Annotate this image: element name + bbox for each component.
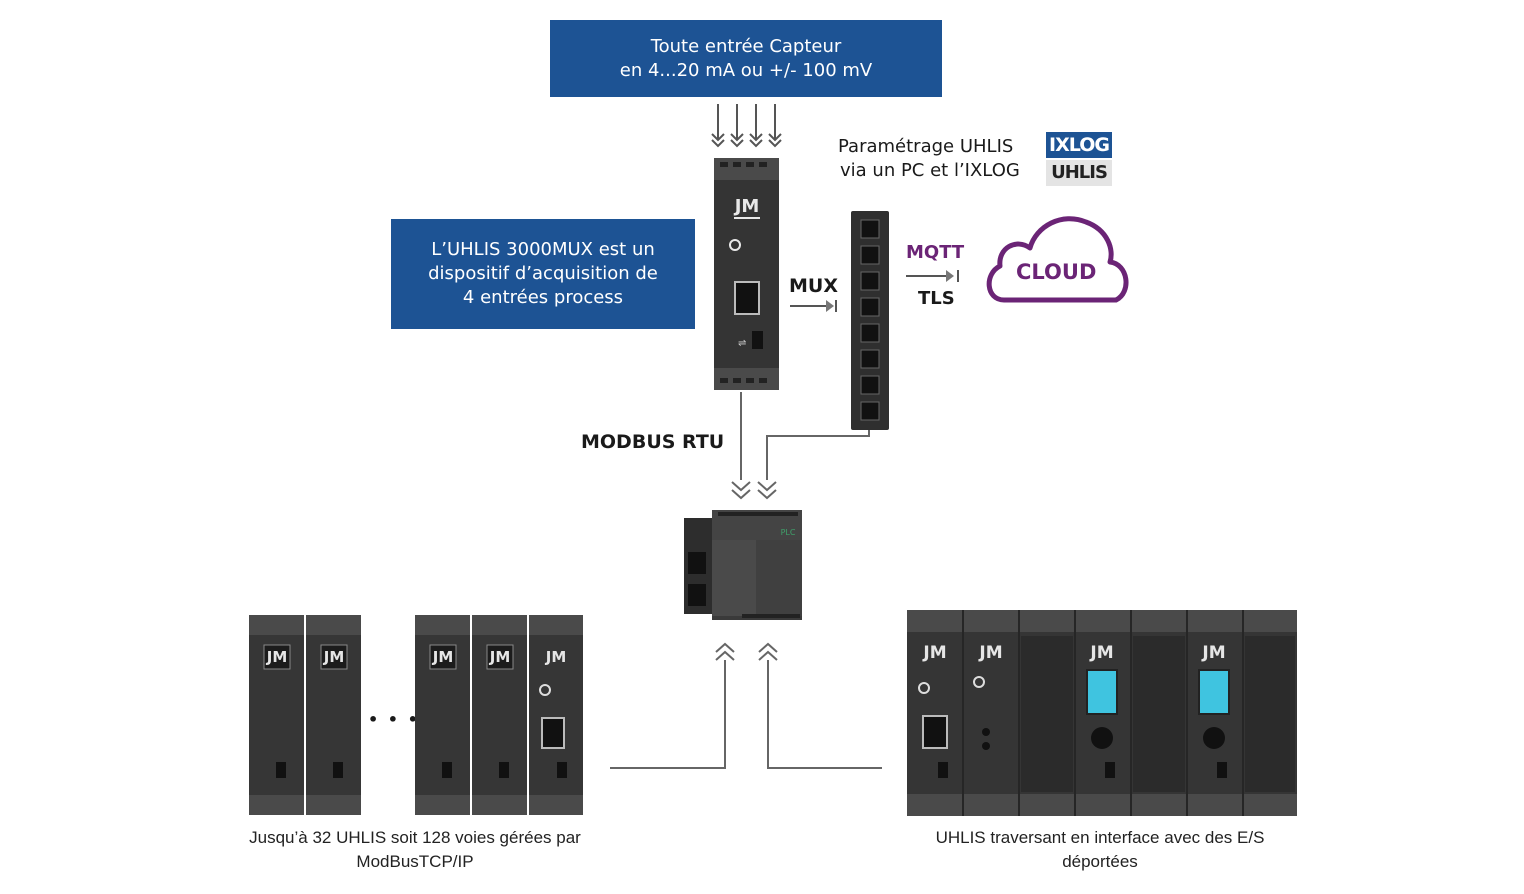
plc-label: PLC (781, 528, 796, 537)
usb-icon: ⇌ (738, 338, 746, 349)
description-line-3: 4 entrées process (462, 287, 624, 308)
left-module-logo-1: JM (266, 648, 288, 666)
right-caption-line-1: UHLIS traversant en interface avec des E… (935, 828, 1265, 847)
display-cyan-2 (1198, 669, 1230, 715)
sensor-input-line-1: Toute entrée Capteur (650, 35, 842, 57)
left-caption-line-2: ModBusTCP/IP (356, 852, 474, 871)
left-module-group: JM JM JM JM JM (249, 615, 583, 815)
tls-label: TLS (918, 288, 955, 309)
ixlog-badge: IXLOG (1046, 132, 1112, 158)
mux-device-logo: JM (733, 196, 760, 217)
cloud-label: CLOUD (1016, 260, 1097, 284)
left-module-logo-2: JM (323, 648, 345, 666)
mux-arrow (790, 300, 837, 312)
description-box: L’UHLIS 3000MUX est un dispositif d’acqu… (391, 219, 695, 329)
config-line-1: Paramétrage UHLIS (838, 136, 1014, 157)
uhlis-badge: UHLIS (1046, 160, 1112, 186)
left-caption: Jusqu’à 32 UHLIS soit 128 voies gérées p… (210, 826, 620, 874)
right-caption-line-2: déportées (1062, 852, 1138, 871)
right-module-logo-3: JM (1089, 643, 1113, 663)
cloud-icon (986, 216, 1129, 303)
right-caption: UHLIS traversant en interface avec des E… (880, 826, 1320, 874)
display-cyan-1 (1086, 669, 1118, 715)
display-screen (734, 281, 760, 315)
description-line-1: L’UHLIS 3000MUX est un (431, 239, 655, 260)
power-icon (729, 239, 741, 251)
mux-label: MUX (789, 275, 838, 297)
sensor-input-line-2: en 4...20 mA ou +/- 100 mV (619, 59, 873, 81)
config-line-2: via un PC et l’IXLOG (840, 160, 1020, 181)
left-module-logo-5: JM (545, 648, 567, 666)
ellipsis-label: • • • (368, 710, 420, 729)
bottom-connections (610, 642, 882, 769)
right-module-group: JM JM JM JM (907, 610, 1297, 816)
modbus-connections (731, 392, 870, 500)
uhlis-mux-device: JM ⇌ (714, 158, 779, 390)
right-module-logo-1: JM (922, 643, 946, 663)
modbus-label: MODBUS RTU (581, 431, 725, 453)
left-caption-line-1: Jusqu’à 32 UHLIS soit 128 voies gérées p… (249, 828, 581, 847)
right-module-logo-4: JM (1201, 643, 1225, 663)
left-module-logo-3: JM (432, 648, 454, 666)
sensor-input-box: Toute entrée Capteur en 4...20 mA ou +/-… (550, 20, 942, 97)
ethernet-switch (851, 211, 889, 430)
right-module-logo-2: JM (978, 643, 1002, 663)
left-module-logo-4: JM (489, 648, 511, 666)
sensor-input-arrows (711, 104, 782, 148)
plc-device: PLC (684, 510, 802, 620)
description-line-2: dispositif d’acquisition de (428, 263, 658, 284)
mqtt-arrow (906, 270, 959, 282)
mqtt-label: MQTT (906, 242, 965, 263)
